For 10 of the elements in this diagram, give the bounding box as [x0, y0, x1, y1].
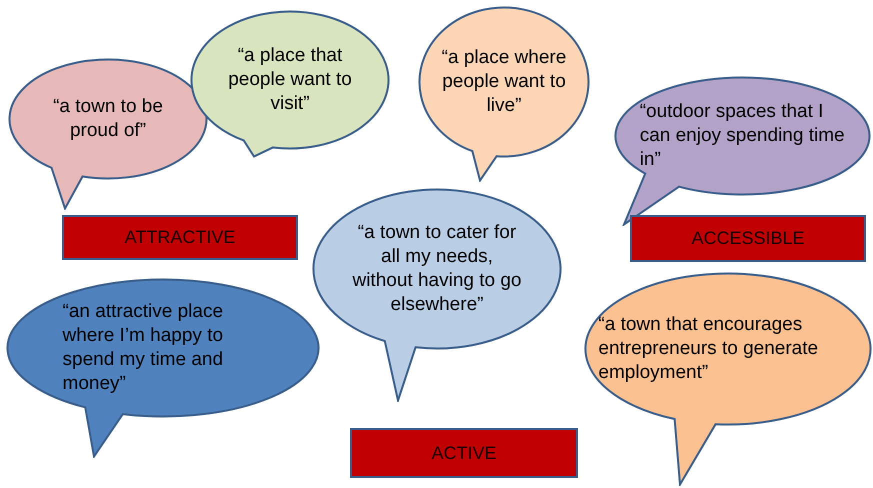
category-banner: ACCESSIBLE	[630, 215, 866, 262]
quote-text: “a place that people want to visit”	[227, 44, 353, 116]
quote-text: “outdoor spaces that I can enjoy spending time in”	[640, 100, 846, 172]
quote-text: “a place where people want to live”	[440, 46, 568, 118]
quote-text: “a town that encourages entrepreneurs to generate employment”	[598, 313, 820, 385]
quote-text: “a town to be proud of”	[52, 95, 164, 143]
category-banner: ACTIVE	[350, 428, 578, 478]
quote-text: “a town to cater for all my needs, without having to go elsewhere”	[352, 221, 522, 317]
quote-text: “an attractive place where I’m happy to spend my time and money”	[62, 300, 224, 396]
category-banner: ATTRACTIVE	[62, 215, 298, 260]
